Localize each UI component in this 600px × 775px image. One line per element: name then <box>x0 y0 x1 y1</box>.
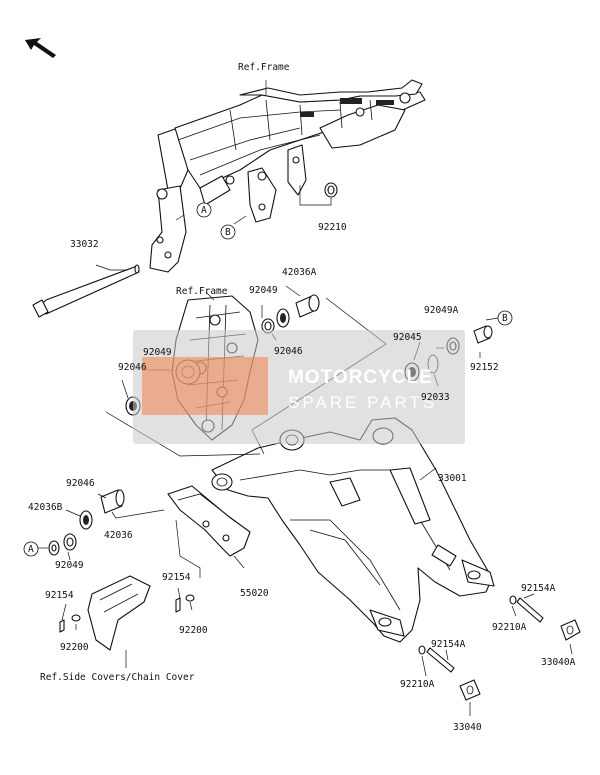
label-33040A: 33040A <box>541 657 576 668</box>
label-92033: 92033 <box>421 392 450 403</box>
label-33032: 33032 <box>70 239 99 250</box>
label-92210A-bottom: 92210A <box>400 679 435 690</box>
label-ref-frame-mid: Ref.Frame <box>176 286 228 297</box>
label-33040: 33040 <box>453 722 482 733</box>
label-92152: 92152 <box>470 362 499 373</box>
label-92045: 92045 <box>393 332 422 343</box>
frame-drawing <box>149 79 426 273</box>
label-92049A: 92049A <box>424 305 459 316</box>
label-92046-lower: 92046 <box>66 478 95 489</box>
lower-left-bushings <box>48 489 125 556</box>
circle-markers: A B B A <box>23 202 513 557</box>
chain-cover-reference <box>87 575 151 651</box>
label-92046-mid: 92046 <box>274 346 303 357</box>
front-direction-arrow <box>25 38 56 58</box>
label-ref-frame-top: Ref.Frame <box>238 62 290 73</box>
watermark: MOTORCYCLE SPARE PARTS <box>133 330 465 444</box>
marker-a-top: A <box>201 205 207 216</box>
upper-right-bushings <box>261 294 320 334</box>
fasteners <box>59 594 581 701</box>
label-92154-center: 92154 <box>162 572 191 583</box>
label-42036: 42036 <box>104 530 133 541</box>
label-92049-lower: 92049 <box>55 560 84 571</box>
label-42036A: 42036A <box>282 267 317 278</box>
label-92210A-right: 92210A <box>492 622 527 633</box>
marker-b-top: B <box>225 227 231 238</box>
marker-a-left: A <box>28 544 34 555</box>
marker-b-right: B <box>502 313 508 324</box>
label-92154-left: 92154 <box>45 590 74 601</box>
label-92046-left: 92046 <box>118 362 147 373</box>
label-92200-center: 92200 <box>179 625 208 636</box>
label-92200-left: 92200 <box>60 642 89 653</box>
part-labels: Ref.Frame 92210 33032 Ref.Frame 42036A 9… <box>28 62 576 733</box>
label-92049-top: 92049 <box>249 285 278 296</box>
part-33032-pivot-shaft <box>32 264 140 318</box>
watermark-line1: MOTORCYCLE <box>288 367 433 388</box>
part-33001-swingarm <box>211 417 495 643</box>
part-92210-nut <box>324 182 338 198</box>
label-33001: 33001 <box>438 473 467 484</box>
label-92154A-bottom: 92154A <box>431 639 466 650</box>
label-55020: 55020 <box>240 588 269 599</box>
label-ref-side-covers: Ref.Side Covers/Chain Cover <box>40 672 195 683</box>
watermark-line2: SPARE PARTS <box>288 393 437 412</box>
label-92154A-right: 92154A <box>521 583 556 594</box>
label-92210: 92210 <box>318 222 347 233</box>
label-42036B: 42036B <box>28 502 63 513</box>
part-55020-chain-slider <box>167 485 251 557</box>
label-92049-left: 92049 <box>143 347 172 358</box>
